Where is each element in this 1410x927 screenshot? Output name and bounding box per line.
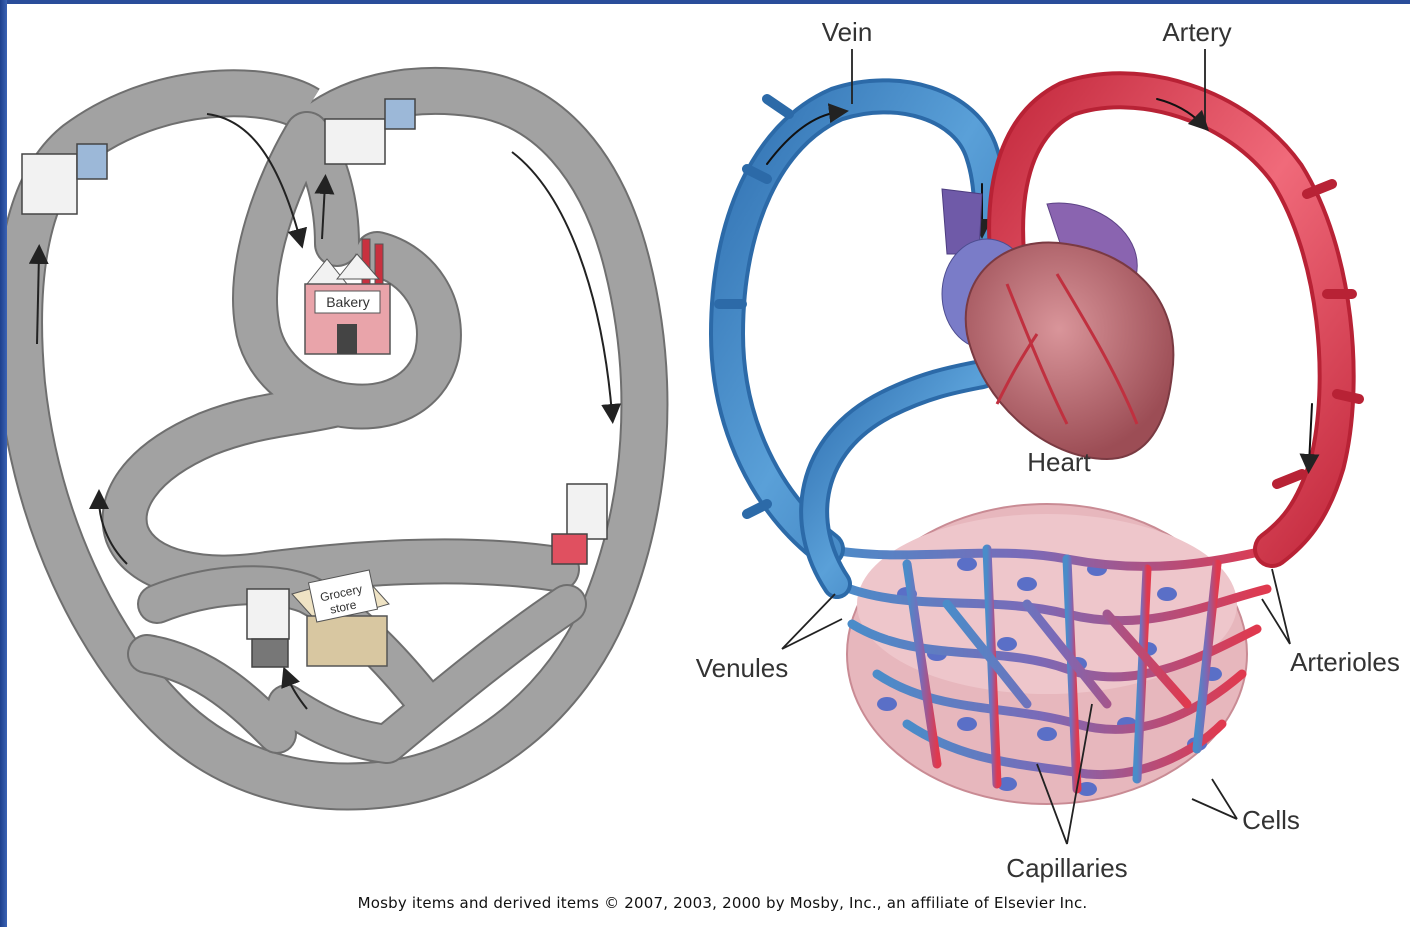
arterioles-label: Arterioles [1290, 647, 1400, 677]
illustration: Bakery Grocery store [7, 4, 1410, 927]
vein-label: Vein [822, 17, 873, 47]
venules-label: Venules [696, 653, 789, 683]
vein-vessel [719, 96, 990, 584]
capillaries-label: Capillaries [1006, 853, 1127, 883]
truck-icon [22, 144, 107, 214]
slide-frame-left [0, 0, 7, 927]
truck-icon [552, 484, 607, 564]
bakery-label: Bakery [326, 294, 370, 310]
heart-organ [942, 189, 1173, 459]
truck-icon [247, 589, 289, 667]
tissue-bed [847, 504, 1247, 804]
copyright-notice: Mosby items and derived items © 2007, 20… [7, 894, 1410, 912]
cells-label: Cells [1242, 805, 1300, 835]
road-network [19, 91, 644, 786]
heart-label: Heart [1027, 447, 1091, 477]
slide-canvas: Bakery Grocery store [7, 4, 1410, 927]
artery-label: Artery [1162, 17, 1231, 47]
